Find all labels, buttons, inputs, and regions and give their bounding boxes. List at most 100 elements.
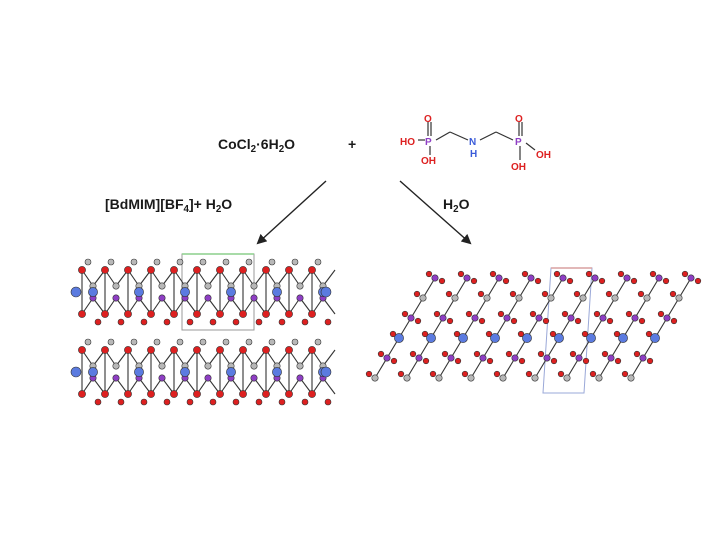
ligand-phosphorus-label: P — [515, 137, 522, 148]
oxygen-atom — [124, 310, 132, 318]
bond — [486, 277, 500, 299]
oxygen-atom — [598, 277, 606, 285]
phosphorus-atom — [535, 314, 543, 322]
oxygen-atom — [409, 350, 417, 358]
cobalt-atom — [70, 366, 82, 378]
oxygen-atom — [239, 390, 247, 398]
bond — [422, 277, 436, 299]
oxygen-atom — [521, 270, 529, 278]
phosphorus-atom — [250, 294, 258, 302]
bond — [550, 277, 564, 299]
cobalt-atom — [554, 333, 564, 343]
oxygen-atom — [216, 390, 224, 398]
bond — [442, 297, 456, 319]
oxygen-atom — [453, 330, 461, 338]
oxygen-atom — [478, 317, 486, 325]
oxygen-atom — [147, 266, 155, 274]
carbon-atom — [199, 338, 207, 346]
bond — [614, 277, 628, 299]
condition-part: H — [443, 196, 454, 212]
bond — [598, 357, 612, 379]
oxygen-atom — [670, 317, 678, 325]
carbon-atom — [158, 282, 166, 290]
oxygen-atom — [585, 270, 593, 278]
oxygen-atom — [101, 346, 109, 354]
oxygen-atom — [186, 398, 194, 406]
layer-lower — [70, 338, 336, 406]
reactant-formula-part: ·6H — [256, 136, 279, 152]
oxygen-atom — [193, 310, 201, 318]
phosphorus-atom — [250, 374, 258, 382]
oxygen-atom — [630, 277, 638, 285]
reaction-arrow-left — [256, 180, 327, 245]
oxygen-atom — [140, 398, 148, 406]
bond — [602, 297, 616, 319]
oxygen-atom — [401, 310, 409, 318]
carbon-atom — [268, 258, 276, 266]
oxygen-atom — [518, 357, 526, 365]
oxygen-atom — [413, 290, 421, 298]
chain-strand — [397, 270, 478, 382]
oxygen-atom — [497, 310, 505, 318]
carbon-atom — [579, 294, 587, 302]
carbon-atom — [296, 362, 304, 370]
oxygen-atom — [593, 310, 601, 318]
phosphorus-atom — [527, 274, 535, 282]
cobalt-atom — [618, 333, 628, 343]
carbon-atom — [204, 362, 212, 370]
phosphorus-atom — [559, 274, 567, 282]
oxygen-atom — [621, 370, 629, 378]
oxygen-atom — [147, 310, 155, 318]
oxygen-atom — [124, 346, 132, 354]
oxygen-atom — [557, 370, 565, 378]
oxygen-atom — [649, 270, 657, 278]
oxygen-atom — [170, 390, 178, 398]
oxygen-atom — [170, 266, 178, 274]
oxygen-atom — [301, 398, 309, 406]
phosphorus-atom — [431, 274, 439, 282]
oxygen-atom — [285, 346, 293, 354]
condition-subscript: 4 — [183, 203, 189, 215]
cobalt-atom — [88, 287, 98, 297]
oxygen-atom — [163, 398, 171, 406]
carbon-atom — [611, 294, 619, 302]
carbon-atom — [107, 258, 115, 266]
oxygen-atom — [633, 350, 641, 358]
carbon-atom — [451, 294, 459, 302]
bond — [470, 357, 484, 379]
ligand-nitrogen-label: N — [469, 137, 476, 148]
oxygen-atom — [324, 398, 332, 406]
oxygen-atom — [239, 310, 247, 318]
ligand-oxygen-label: O — [424, 114, 432, 125]
chain-strand — [493, 270, 574, 382]
oxygen-atom — [94, 318, 102, 326]
carbon-atom — [176, 258, 184, 266]
carbon-atom — [153, 338, 161, 346]
oxygen-atom — [262, 346, 270, 354]
bond — [630, 357, 644, 379]
oxygen-atom — [601, 350, 609, 358]
oxygen-atom — [377, 350, 385, 358]
oxygen-atom — [605, 290, 613, 298]
oxygen-atom — [193, 266, 201, 274]
bond — [506, 297, 520, 319]
oxygen-atom — [549, 330, 557, 338]
oxygen-atom — [669, 290, 677, 298]
phosphorus-atom — [439, 314, 447, 322]
phosphorus-atom — [663, 314, 671, 322]
carbon-atom — [84, 258, 92, 266]
oxygen-atom — [614, 357, 622, 365]
oxygen-atom — [581, 330, 589, 338]
oxygen-atom — [422, 357, 430, 365]
oxygen-atom — [239, 346, 247, 354]
cobalt-atom — [650, 333, 660, 343]
oxygen-atom — [285, 310, 293, 318]
oxygen-atom — [569, 350, 577, 358]
oxygen-atom — [617, 270, 625, 278]
carbon-atom — [643, 294, 651, 302]
carbon-atom — [314, 338, 322, 346]
oxygen-atom — [209, 318, 217, 326]
ligand-hydroxyl-label: HO — [400, 137, 415, 148]
oxygen-atom — [542, 317, 550, 325]
phosphorus-atom — [655, 274, 663, 282]
